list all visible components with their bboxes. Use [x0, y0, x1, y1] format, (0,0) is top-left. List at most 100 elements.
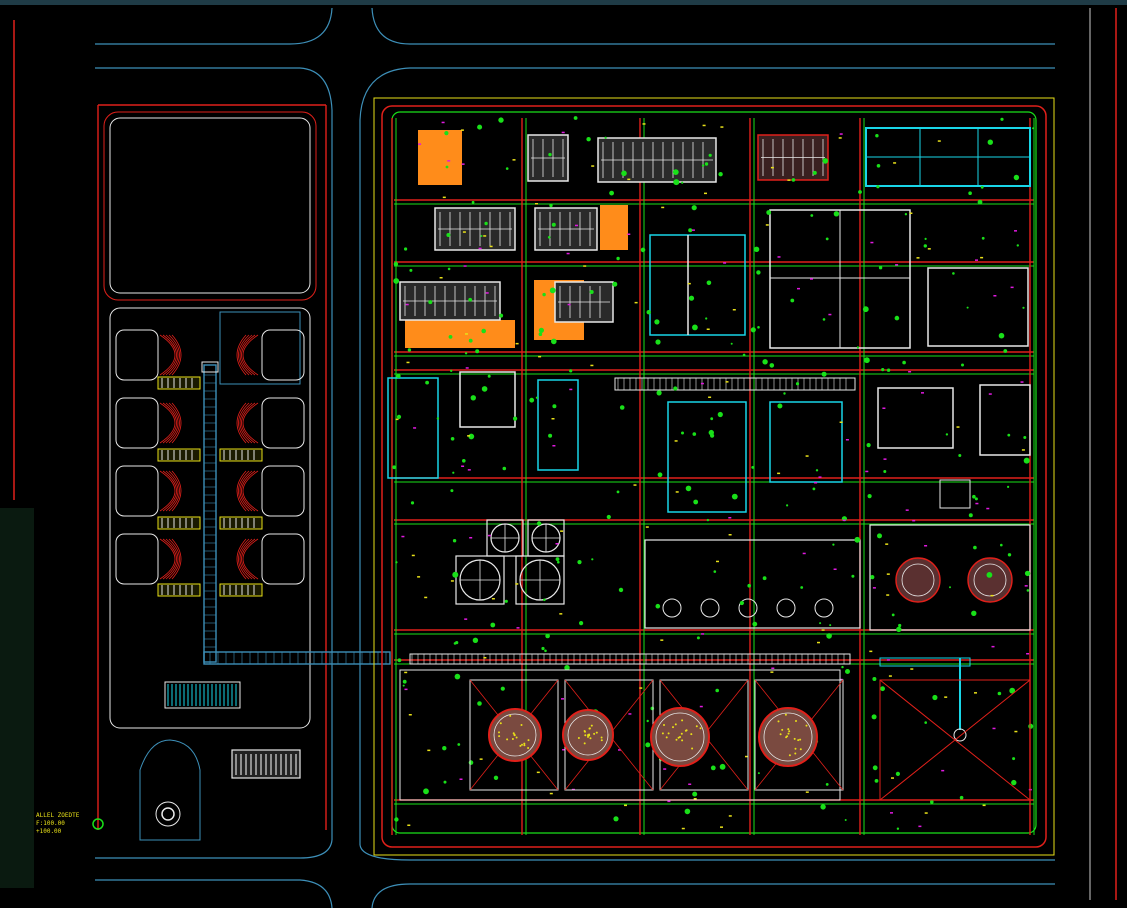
detail-tick	[888, 675, 892, 677]
parking-arc	[168, 538, 180, 580]
tank-marker	[675, 738, 678, 741]
detail-tick	[618, 749, 621, 751]
detail-tick	[688, 783, 692, 785]
tank-pad	[455, 555, 505, 605]
tree-symbol	[762, 576, 767, 581]
tree-symbol	[833, 211, 840, 217]
detail-tick	[491, 598, 495, 600]
tank-marker	[699, 727, 702, 730]
tree-symbol	[447, 267, 451, 271]
tree-symbol	[819, 622, 822, 625]
detail-tick	[842, 519, 846, 521]
detail-tick	[583, 265, 587, 267]
tank-marker	[509, 714, 512, 717]
tree-symbol	[756, 270, 761, 275]
tree-symbol	[468, 433, 475, 440]
parking-arc	[236, 334, 247, 376]
detail-tick	[702, 124, 706, 127]
tree-symbol	[536, 521, 542, 526]
tree-symbol	[1007, 433, 1011, 437]
tree-symbol	[529, 397, 535, 403]
detail-tick	[661, 206, 665, 209]
tank-marker	[674, 723, 677, 726]
tree-symbol	[654, 319, 660, 325]
detail-tick	[634, 301, 638, 304]
tree-symbol	[904, 213, 908, 216]
tree-symbol	[579, 621, 584, 626]
tree-symbol	[657, 472, 663, 478]
tank-marker	[799, 738, 802, 741]
tree-symbol	[656, 390, 662, 396]
detail-tick	[535, 203, 538, 205]
tank-marker	[584, 730, 586, 733]
tree-symbol	[894, 315, 900, 321]
tank-marker	[600, 739, 603, 742]
detail-tick	[560, 530, 564, 532]
parking-bay	[261, 397, 305, 449]
detail-tick	[845, 439, 849, 441]
tree-symbol	[445, 165, 449, 169]
detail-tick	[555, 543, 559, 545]
tree-symbol	[820, 804, 826, 810]
detail-tick	[408, 714, 412, 716]
tree-symbol	[548, 152, 552, 157]
detail-tick	[569, 388, 573, 391]
road-edge	[371, 883, 1055, 908]
detail-tick	[681, 827, 685, 830]
detail-tick	[687, 282, 691, 285]
tree-symbol	[980, 185, 984, 189]
detail-tick	[921, 392, 924, 394]
detail-tick	[566, 252, 570, 255]
detail-tick	[1024, 585, 1028, 587]
tree-symbol	[425, 380, 429, 385]
detail-tick	[591, 165, 595, 167]
digester-block	[869, 524, 1031, 631]
tree-symbol	[450, 369, 453, 372]
parking-arc	[238, 334, 250, 376]
detail-tick	[765, 224, 769, 226]
tank-marker	[588, 734, 591, 737]
basin-medium	[927, 267, 1029, 347]
tree-symbol	[616, 256, 620, 261]
pipe-rack-horizontal	[203, 651, 391, 665]
tree-symbol	[896, 626, 902, 633]
detail-tick	[464, 618, 468, 620]
parking-arc	[236, 538, 247, 580]
tree-symbol	[468, 297, 473, 302]
clarifier-block	[667, 401, 747, 513]
detail-tick	[993, 295, 997, 297]
tree-symbol	[800, 586, 804, 589]
valve-icon	[700, 598, 720, 618]
tree-symbol	[896, 827, 900, 830]
parking-arc	[159, 402, 176, 444]
detail-tick	[909, 212, 913, 214]
tree-symbol	[952, 272, 955, 275]
tank-marker	[805, 724, 808, 727]
tree-symbol	[825, 783, 829, 786]
tank-inner	[901, 563, 935, 597]
adjacent-viewport-thumbnail[interactable]	[0, 508, 34, 888]
tree-symbol	[791, 178, 796, 182]
tree-symbol	[402, 684, 405, 687]
detail-tick	[890, 812, 893, 814]
detail-tick	[937, 140, 941, 142]
tree-symbol	[394, 817, 399, 822]
detail-tick	[732, 309, 736, 311]
tree-symbol	[747, 583, 751, 588]
tank-marker	[523, 742, 526, 745]
detail-tick	[639, 687, 643, 689]
tree-symbol	[844, 819, 847, 821]
tree-symbol	[462, 459, 466, 463]
tree-symbol	[513, 416, 518, 421]
tree-symbol	[815, 469, 819, 472]
tank-bund	[469, 679, 559, 791]
detail-tick	[485, 292, 489, 294]
detail-tick	[411, 554, 415, 557]
parking-arc	[241, 402, 256, 444]
detail-tick	[912, 519, 916, 522]
valve-icon	[776, 598, 796, 618]
tree-symbol	[692, 791, 698, 797]
tree-symbol	[543, 598, 546, 602]
